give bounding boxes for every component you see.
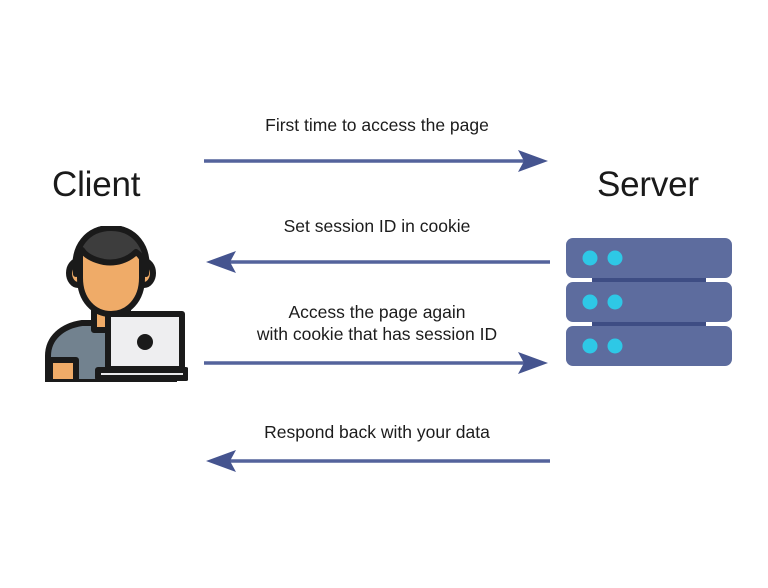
arrow-client-to-server-3	[204, 352, 548, 374]
client-label: Client	[52, 165, 141, 204]
message-caption-3: Access the page again with cookie that h…	[256, 302, 498, 345]
client-person-with-laptop-icon	[36, 225, 189, 385]
server-label: Server	[597, 165, 699, 204]
message-caption-2: Set session ID in cookie	[283, 216, 471, 236]
arrow-server-to-client-2	[206, 251, 550, 273]
arrow-client-to-server-1	[204, 150, 548, 172]
arrow-server-to-client-4	[206, 450, 550, 472]
message-caption-4: Respond back with your data	[264, 422, 490, 442]
message-caption-1: First time to access the page	[265, 115, 489, 135]
server-rack-icon	[566, 238, 732, 366]
